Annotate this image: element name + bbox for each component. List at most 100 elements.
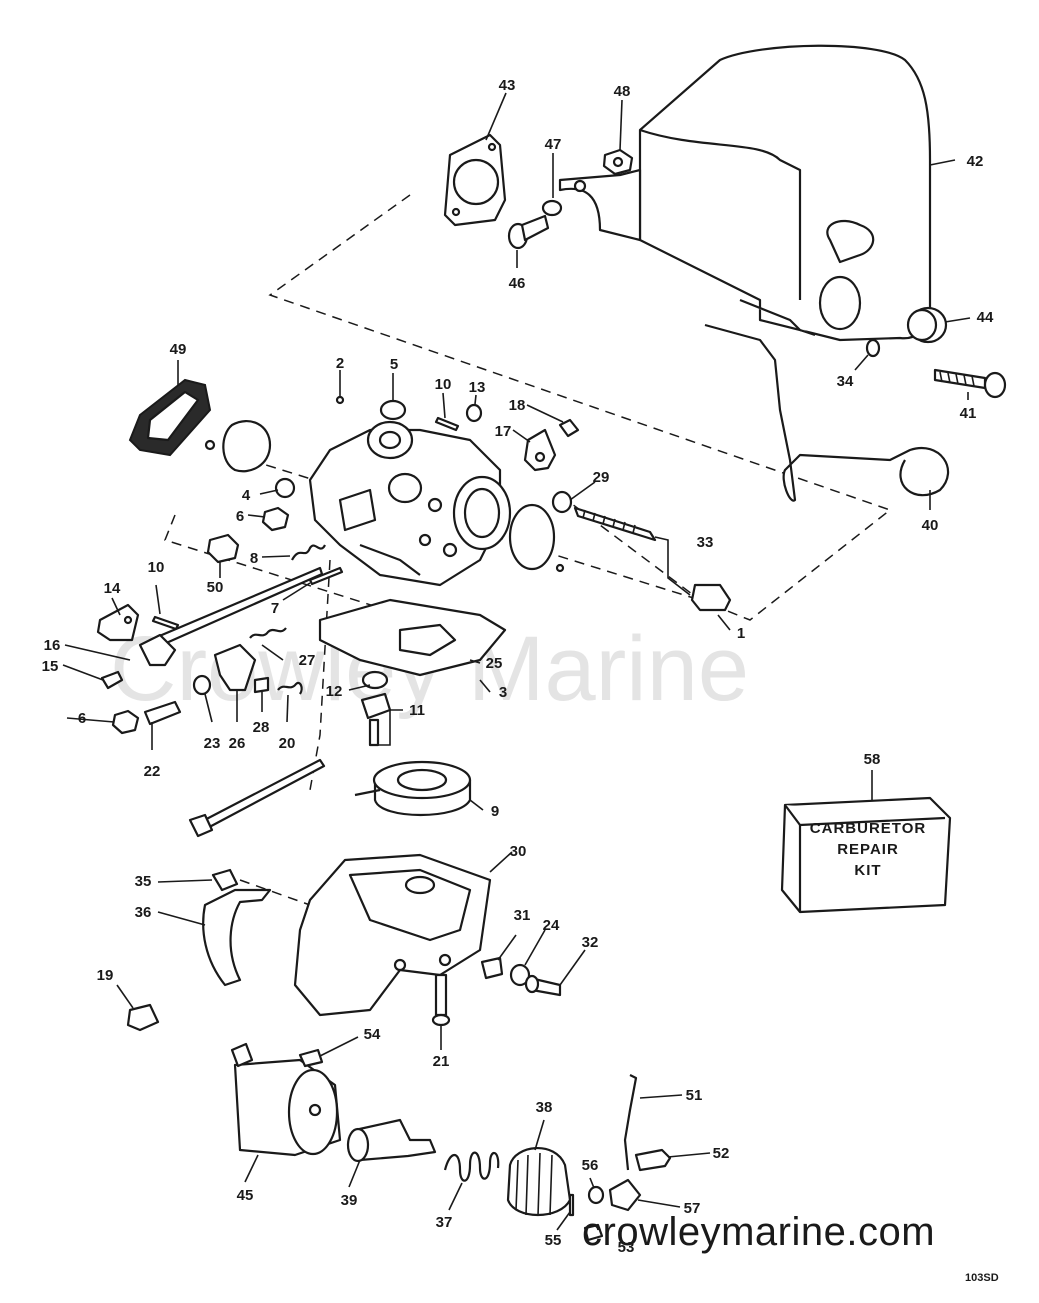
callout-1: 1 (737, 625, 745, 642)
callout-35: 35 (135, 873, 152, 890)
callout-12: 12 (326, 683, 343, 700)
nut-6b (111, 709, 140, 735)
leader-lines (62, 92, 971, 1231)
callout-28: 28 (253, 719, 270, 736)
callout-6b: 6 (78, 710, 86, 727)
callout-36: 36 (135, 904, 152, 921)
callout-2: 2 (336, 355, 344, 372)
callout-17: 17 (495, 423, 512, 440)
callout-27: 27 (299, 652, 316, 669)
callout-22: 22 (144, 763, 161, 780)
washer-12 (361, 670, 389, 690)
callout-24: 24 (543, 917, 560, 934)
screw-21 (434, 973, 448, 1017)
site-url-text: crowleymarine.com (582, 1210, 936, 1254)
ball-4 (274, 477, 296, 499)
clamp-36 (202, 888, 272, 987)
fitting-19 (126, 1003, 160, 1032)
nut-6a (261, 506, 290, 532)
callout-18: 18 (509, 397, 526, 414)
gasket-diaphragm (508, 503, 556, 571)
washer-13 (465, 403, 483, 423)
bracket-14 (96, 603, 140, 642)
pin-10a (434, 416, 460, 432)
callout-50: 50 (207, 579, 224, 596)
diaphragm-plate (222, 419, 272, 473)
callout-42: 42 (967, 153, 984, 170)
needle-valve-33 (573, 506, 657, 542)
callout-13: 13 (469, 379, 486, 396)
jet-31 (480, 956, 504, 980)
choke-rod-40 (704, 323, 950, 502)
nut-50 (206, 533, 240, 564)
callout-49: 49 (170, 341, 187, 358)
knob-33 (690, 583, 732, 612)
lever-16 (138, 633, 177, 667)
callout-10b: 10 (148, 559, 165, 576)
callout-32: 32 (582, 934, 599, 951)
callout-14: 14 (104, 580, 121, 597)
air-silencer-42 (558, 44, 932, 342)
callout-47: 47 (545, 136, 562, 153)
screw-54 (298, 1048, 324, 1068)
plug-44 (906, 306, 948, 344)
kit-label-line-2: REPAIR (837, 841, 899, 858)
float-shaft (193, 758, 326, 834)
callout-52: 52 (713, 1145, 730, 1162)
callout-53: 53 (618, 1239, 635, 1256)
callout-numbers: 43 48 47 46 42 44 34 41 40 49 2 5 10 13 … (42, 77, 994, 1256)
screw-41 (933, 368, 1007, 399)
callout-21: 21 (433, 1053, 450, 1070)
kit-label-line-3: KIT (854, 862, 881, 879)
plunger-39 (353, 1118, 437, 1162)
callout-5: 5 (390, 356, 398, 373)
callout-58: 58 (864, 751, 881, 768)
solenoid-45 (230, 1042, 342, 1157)
washer-23 (192, 674, 212, 696)
float-bowl-30 (293, 853, 492, 1017)
callout-45: 45 (237, 1187, 254, 1204)
callout-37: 37 (436, 1214, 453, 1231)
screw-18 (558, 418, 580, 438)
kit-label-line-1: CARBURETOR (810, 820, 926, 837)
clip-28 (253, 676, 270, 694)
callout-26: 26 (229, 735, 246, 752)
carburetor-repair-kit-58: CARBURETOR REPAIR KIT (780, 796, 952, 914)
float-9 (354, 760, 472, 817)
carburetor-body (308, 420, 512, 587)
callout-8: 8 (250, 550, 258, 567)
callout-16: 16 (44, 637, 61, 654)
spring-27 (249, 627, 287, 639)
knob-52 (634, 1148, 672, 1172)
pin-55 (568, 1193, 575, 1217)
callout-20: 20 (279, 735, 296, 752)
callout-38: 38 (536, 1099, 553, 1116)
callout-34: 34 (837, 373, 854, 390)
gasket-43 (443, 133, 507, 227)
callout-29: 29 (593, 469, 610, 486)
diagram-code: 103SD (965, 1272, 999, 1284)
rod-51 (623, 1074, 638, 1171)
callout-57: 57 (684, 1200, 701, 1217)
callout-33: 33 (697, 534, 714, 551)
callout-46: 46 (509, 275, 526, 292)
callout-40: 40 (922, 517, 939, 534)
callout-30: 30 (510, 843, 527, 860)
callout-23: 23 (204, 735, 221, 752)
screw-46 (507, 214, 550, 250)
callout-39: 39 (341, 1192, 358, 1209)
callout-55: 55 (545, 1232, 562, 1249)
callout-6a: 6 (236, 508, 244, 525)
lever-57 (608, 1178, 642, 1212)
washer-24 (509, 963, 531, 987)
washer-34 (865, 338, 881, 358)
screw-15 (100, 670, 124, 690)
screw-22 (143, 700, 182, 726)
lever-26 (213, 643, 257, 692)
callout-7: 7 (271, 600, 279, 617)
callout-43: 43 (499, 77, 516, 94)
callout-41: 41 (960, 405, 977, 422)
callout-51: 51 (686, 1087, 703, 1104)
callout-15: 15 (42, 658, 59, 675)
